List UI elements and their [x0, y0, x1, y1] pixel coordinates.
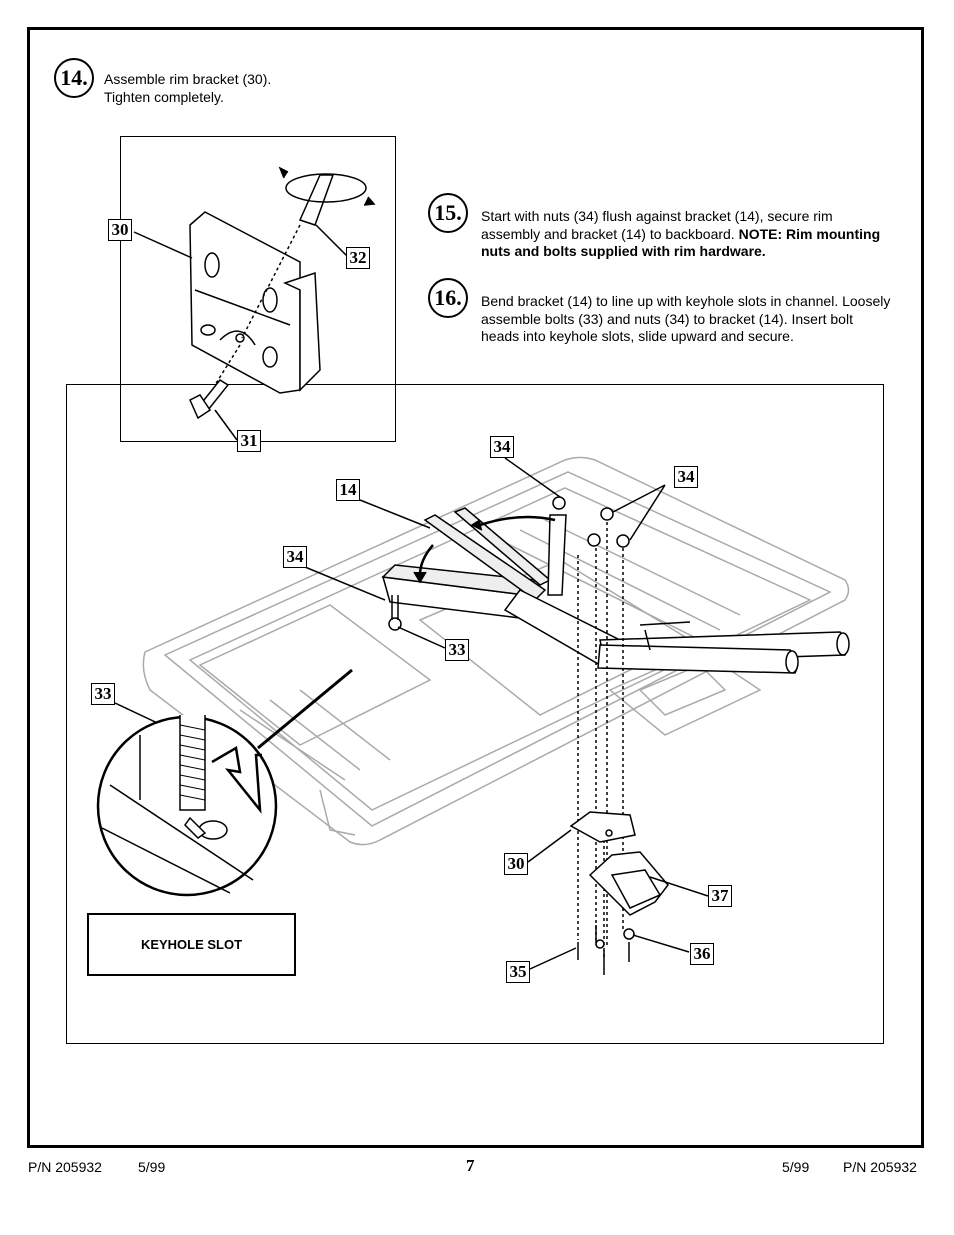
callout-30-detail: 30 — [108, 219, 132, 241]
step-15-number: 15. — [428, 193, 468, 233]
callout-33-left: 33 — [91, 683, 115, 705]
rim-bracket-detail-drawing — [133, 166, 376, 441]
callout-34-right: 34 — [674, 466, 698, 488]
step-14-line-1: Assemble rim bracket (30). — [104, 71, 272, 87]
footer-left-date: 5/99 — [138, 1159, 166, 1175]
callout-35: 35 — [506, 961, 530, 983]
rim-bracket-detail-box — [120, 136, 396, 442]
step-15-text: Start with nuts (34) flush against brack… — [481, 208, 891, 261]
page-number: 7 — [466, 1156, 475, 1175]
step-14-text: Assemble rim bracket (30). Tighten compl… — [104, 71, 271, 106]
callout-32: 32 — [346, 247, 370, 269]
keyhole-slot-label: KEYHOLE SLOT — [87, 913, 296, 976]
step-15-note: NOTE: Rim mounting nuts and bolts suppli… — [481, 225, 881, 260]
callout-37: 37 — [708, 885, 732, 907]
step-14-line-2: Tighten completely. — [104, 88, 224, 105]
callout-36: 36 — [690, 943, 714, 965]
step-16-number: 16. — [428, 278, 468, 318]
page-frame — [27, 27, 924, 1148]
callout-30-lower: 30 — [504, 853, 528, 875]
main-illustration-panel — [66, 384, 884, 1044]
step-15-body: Start with nuts (34) flush against brack… — [481, 208, 833, 242]
footer-left-pn: P/N 205932 — [28, 1159, 102, 1175]
step-14-number: 14. — [54, 58, 94, 98]
footer-right-date: 5/99 — [782, 1159, 810, 1175]
footer-right-pn: P/N 205932 — [843, 1159, 917, 1175]
callout-34-left: 34 — [283, 546, 307, 568]
callout-31: 31 — [237, 430, 261, 452]
callout-33-mid: 33 — [445, 639, 469, 661]
step-16-text: Bend bracket (14) to line up with keyhol… — [481, 293, 891, 344]
callout-34-top: 34 — [490, 436, 514, 458]
callout-14: 14 — [336, 479, 360, 501]
